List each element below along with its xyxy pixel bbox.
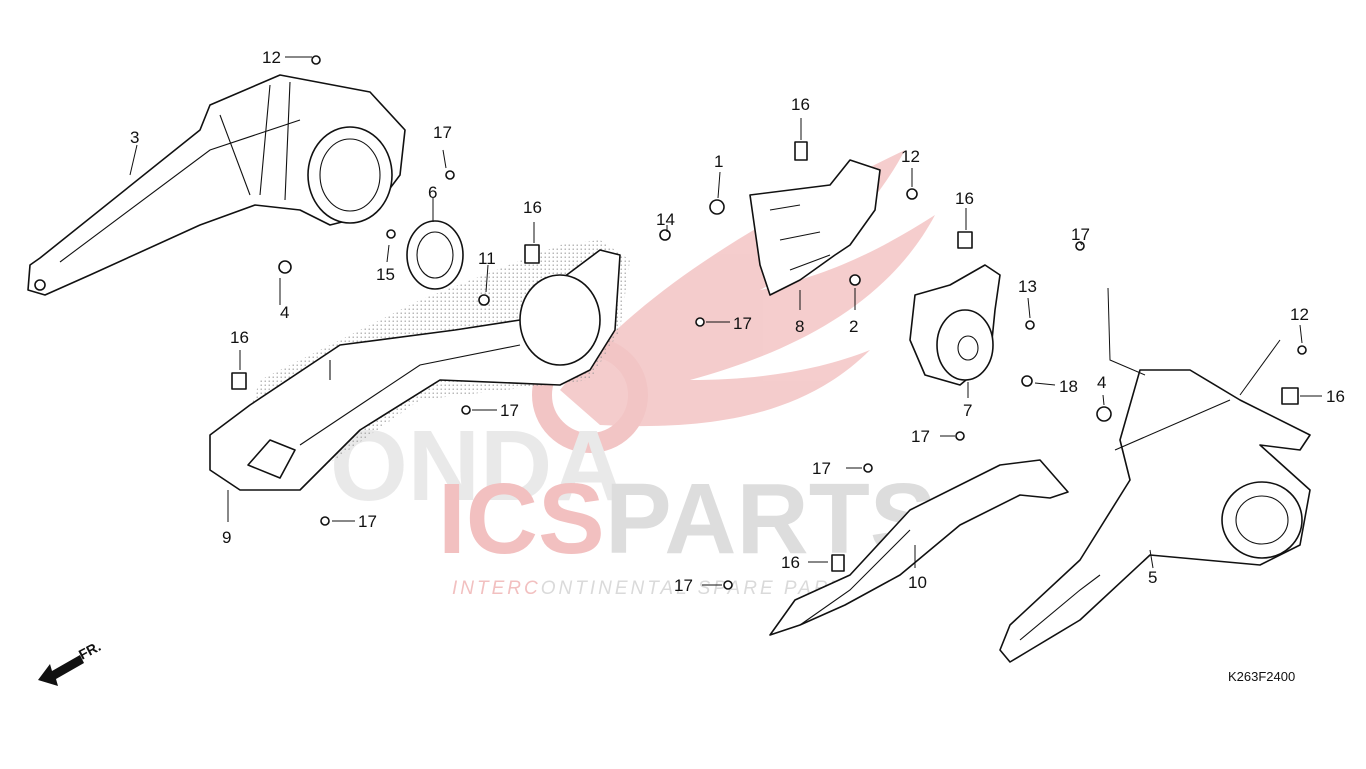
- callout-13: 13: [1018, 277, 1037, 296]
- callout-1: 1: [714, 152, 723, 171]
- callout-3: 3: [130, 128, 139, 147]
- part-7-switch: [909, 264, 1001, 386]
- grommet-4a: [278, 260, 292, 274]
- part-5-cover: [999, 369, 1311, 663]
- part-3-cover: [27, 74, 406, 296]
- front-direction: FR.: [38, 638, 103, 686]
- callout-4: 4: [280, 303, 289, 322]
- callout-16: 16: [230, 328, 249, 347]
- screw-15: [386, 229, 396, 239]
- bolt-14: [659, 229, 671, 241]
- clip-16b: [794, 141, 808, 161]
- nut-12b: [906, 188, 918, 200]
- callout-16: 16: [781, 553, 800, 572]
- callout-16: 16: [523, 198, 542, 217]
- hardware: [231, 55, 1307, 590]
- bolt-17d: [461, 405, 471, 415]
- callout-17: 17: [1071, 225, 1090, 244]
- callout-5: 5: [1148, 568, 1157, 587]
- callout-4: 4: [1097, 373, 1106, 392]
- callout-17: 17: [911, 427, 930, 446]
- callout-18: 18: [1059, 377, 1078, 396]
- bolt-17a: [445, 170, 455, 180]
- bolt-12c: [1297, 345, 1307, 355]
- callout-8: 8: [795, 317, 804, 336]
- callout-11: 11: [478, 249, 496, 268]
- callout-12: 12: [262, 48, 281, 67]
- bolt-12a: [311, 55, 321, 65]
- screw-13: [1025, 320, 1035, 330]
- clip-16e: [231, 372, 247, 390]
- part-9-cover: [209, 240, 630, 491]
- bolt-17b: [695, 317, 705, 327]
- bolt-17g: [863, 463, 873, 473]
- watermark-brand-left: ICS: [438, 463, 605, 575]
- callout-16: 16: [791, 95, 810, 114]
- callout-16: 16: [1326, 387, 1345, 406]
- clip-16d: [1281, 387, 1299, 405]
- callout-12: 12: [1290, 305, 1309, 324]
- bolt-11: [478, 294, 490, 306]
- watermark-tagline-c: ONTINENTAL: [541, 578, 698, 599]
- callout-16: 16: [955, 189, 974, 208]
- grommet-4b: [1096, 406, 1112, 422]
- part-8-bracket: [749, 159, 881, 296]
- callout-10: 10: [908, 573, 927, 592]
- bolt-18: [1021, 375, 1033, 387]
- callout-17: 17: [500, 401, 519, 420]
- callout-17: 17: [433, 123, 452, 142]
- clip-16f: [831, 554, 845, 572]
- callout-12: 12: [901, 147, 920, 166]
- diagram-code: K263F2400: [1228, 669, 1295, 684]
- callout-7: 7: [963, 401, 972, 420]
- callout-labels: 12 3 17 6 4 15 16 14 11 17 1 16 12 16 8 …: [130, 48, 1345, 595]
- part-10-strip: [769, 459, 1069, 636]
- front-arrow-icon: [38, 655, 84, 686]
- part-6-ring: [406, 220, 464, 290]
- clip-16c: [957, 231, 973, 249]
- callout-17: 17: [358, 512, 377, 531]
- callout-9: 9: [222, 528, 231, 547]
- callout-14: 14: [656, 210, 675, 229]
- watermark-tagline-a: INTER: [452, 578, 524, 599]
- callout-2: 2: [849, 317, 858, 336]
- clip-16a: [524, 244, 540, 264]
- callout-15: 15: [376, 265, 395, 284]
- leader-lines: [129, 56, 1322, 586]
- bolt-17f: [955, 431, 965, 441]
- callout-17: 17: [674, 576, 693, 595]
- washer-2: [849, 274, 861, 286]
- watermark-tagline: INTERCONTINENTAL SPARE PARTS: [452, 578, 860, 599]
- bolt-17e: [320, 516, 330, 526]
- grommet-1: [709, 199, 725, 215]
- callout-6: 6: [428, 183, 437, 202]
- callout-17: 17: [733, 314, 752, 333]
- watermark-tagline-b: C: [524, 578, 541, 599]
- watermark-brand-top: ONDA: [330, 410, 624, 522]
- bolt-17h: [723, 580, 733, 590]
- callout-17: 17: [812, 459, 831, 478]
